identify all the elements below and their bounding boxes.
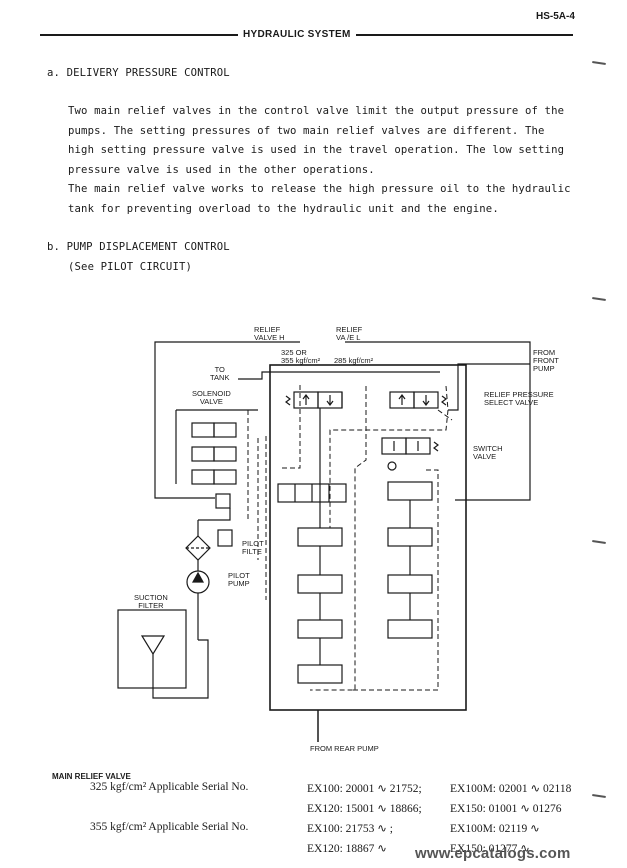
table-row-serial: EX150: 01277 ∿ (450, 843, 530, 855)
from-rear-pump-label: FROM REAR PUMP (310, 744, 379, 753)
table-row-serial: EX100M: 02001 ∿ 02118 (450, 783, 572, 795)
watermark: www.epcatalogs.com (415, 845, 571, 862)
page-code: HS-5A-4 (536, 11, 575, 22)
section-a-line: high setting pressure valve is used in t… (68, 144, 565, 156)
section-a-line: pressure valve is used in the other oper… (68, 164, 375, 176)
section-b-subheading: (See PILOT CIRCUIT) (68, 261, 193, 273)
table-row-serial: EX100M: 02119 ∿ (450, 823, 540, 835)
table-row-pressure: 355 kgf/cm² Applicable Serial No. (90, 821, 249, 833)
section-a-line: tank for preventing overload to the hydr… (68, 203, 499, 215)
header-title: HYDRAULIC SYSTEM (238, 29, 356, 40)
table-row-serial: EX100: 21753 ∿ ; (307, 823, 393, 835)
main-relief-title: MAIN RELIEF VALVE (52, 772, 131, 781)
table-row-serial: EX100: 20001 ∿ 21752; (307, 783, 422, 795)
section-a-line: Two main relief valves in the control va… (68, 105, 565, 117)
table-row-pressure: 325 kgf/cm² Applicable Serial No. (90, 781, 249, 793)
section-a-line: The main relief valve works to release t… (68, 183, 571, 195)
table-row-serial: EX120: 15001 ∿ 18866; (307, 803, 422, 815)
section-b-heading: b. PUMP DISPLACEMENT CONTROL (47, 241, 230, 253)
table-row-serial: EX120: 18867 ∿ (307, 843, 387, 855)
pressure-l-label: 285 kgf/cm² (334, 356, 374, 365)
section-a-line: pumps. The setting pressures of two main… (68, 125, 545, 137)
table-row-serial: EX150: 01001 ∿ 01276 (450, 803, 562, 815)
section-a-heading: a. DELIVERY PRESSURE CONTROL (47, 67, 230, 79)
